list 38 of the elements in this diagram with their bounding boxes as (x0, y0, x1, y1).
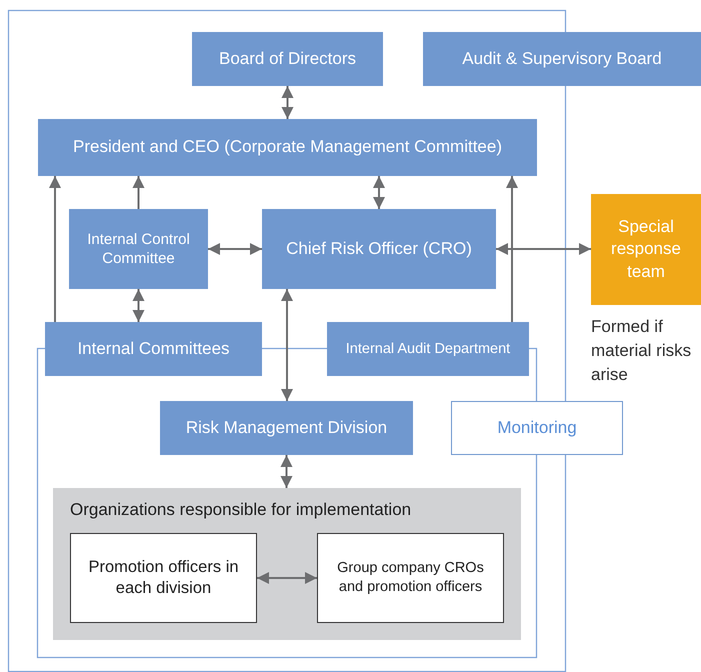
box-label: Internal Committees (76, 338, 231, 360)
box-label: Risk Management Division (184, 416, 388, 439)
group-heading: Organizations responsible for implementation (69, 499, 412, 521)
arrow (280, 455, 292, 488)
unit-box (317, 533, 504, 623)
process-box (192, 32, 383, 86)
process-box (327, 322, 529, 376)
arrow (132, 176, 144, 209)
box-label: Chief Risk Officer (CRO) (285, 238, 473, 260)
arrow (496, 243, 591, 255)
box-label: Promotion officers in each division (87, 556, 240, 599)
group-panel (53, 488, 521, 640)
arrow (257, 572, 317, 584)
unit-box (70, 533, 257, 623)
box-label: Monitoring (496, 416, 578, 439)
box-label: Audit & Supervisory Board (461, 48, 663, 70)
process-box (262, 209, 496, 289)
arrow (132, 289, 144, 322)
process-box (69, 209, 208, 289)
arrow (208, 243, 262, 255)
arrow (282, 86, 294, 119)
monitoring-box (451, 401, 623, 455)
team-box (591, 194, 701, 305)
process-box (423, 32, 701, 86)
box-label: Board of Directors (218, 48, 357, 70)
box-label: Internal Control Committee (86, 230, 191, 268)
box-label: Group company CROs and promotion officers (336, 559, 485, 597)
process-box (45, 322, 262, 376)
note-text: Formed if material risks arise (591, 316, 692, 386)
box-label: Internal Audit Department (344, 340, 512, 358)
process-box (160, 401, 413, 455)
arrow (281, 289, 293, 401)
box-label: President and CEO (Corporate Management Committee) (72, 136, 503, 158)
arrow (49, 176, 61, 322)
box-label: Special response team (610, 216, 682, 283)
arrow (506, 176, 518, 322)
process-box (38, 119, 537, 176)
arrow (373, 176, 385, 209)
